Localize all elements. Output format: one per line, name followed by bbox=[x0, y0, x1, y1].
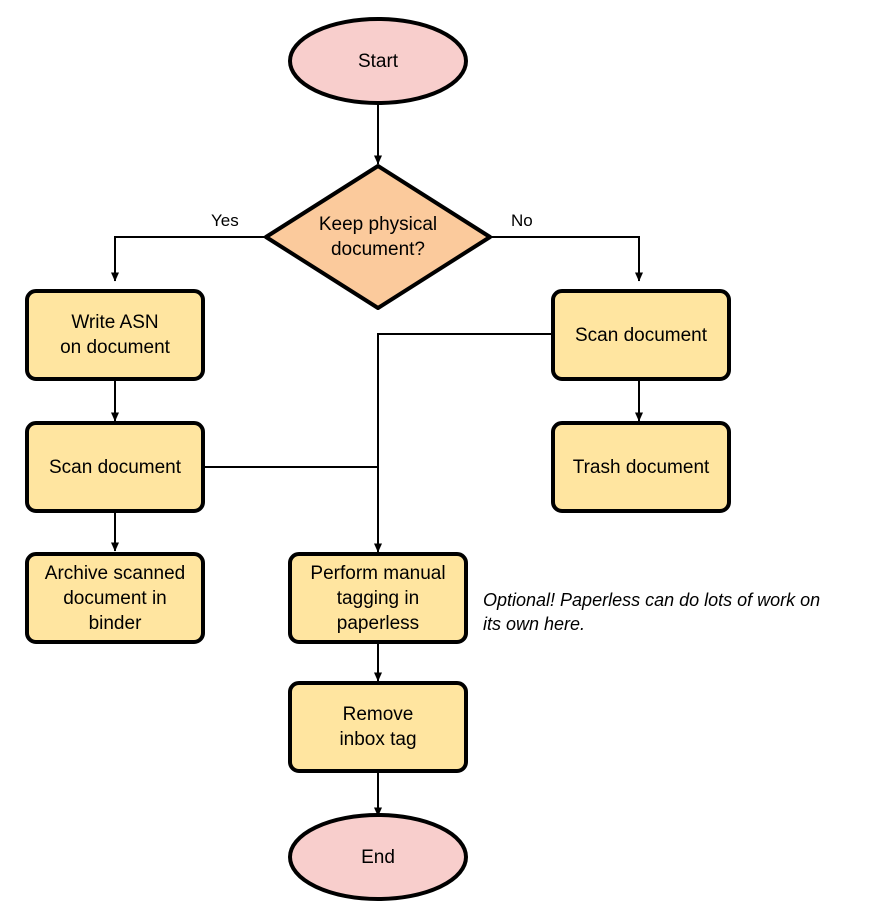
edge-scan-right-to-tagging bbox=[374, 333, 553, 553]
edge-label-yes: Yes bbox=[211, 211, 239, 230]
node-shape-scan-left bbox=[25, 421, 205, 513]
node-shape-decision bbox=[264, 164, 492, 310]
node-shape-remove bbox=[288, 681, 468, 773]
node-shape-end bbox=[288, 813, 468, 901]
edge-decision-no-to-scan-right bbox=[490, 236, 643, 282]
edge-decision-yes-to-write-asn bbox=[111, 236, 265, 282]
annotation-optional-note: Optional! Paperless can do lots of work … bbox=[483, 590, 821, 634]
node-shape-trash bbox=[551, 421, 731, 513]
node-shape-start bbox=[288, 17, 468, 105]
node-shape-archive bbox=[25, 552, 205, 644]
node-shape-tagging bbox=[288, 552, 468, 644]
node-shape-scan-right bbox=[551, 289, 731, 381]
edge-label-no: No bbox=[511, 211, 533, 230]
node-shape-write-asn bbox=[25, 289, 205, 381]
